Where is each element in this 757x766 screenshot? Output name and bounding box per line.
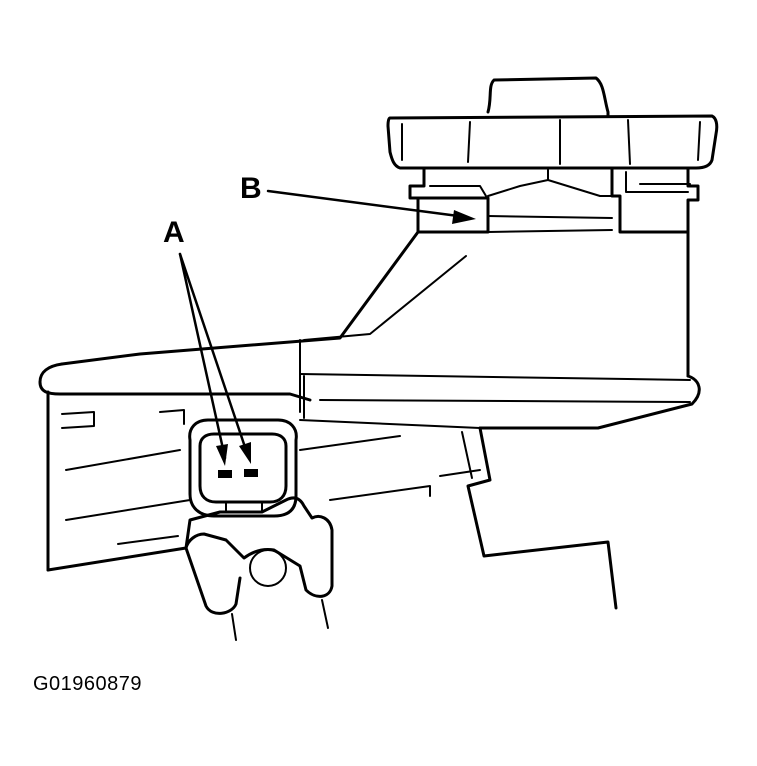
callout-a-leaders bbox=[178, 252, 251, 466]
arrowhead-icon bbox=[239, 442, 251, 464]
reservoir-mount bbox=[184, 426, 618, 641]
callout-label-b: B bbox=[240, 172, 262, 205]
terminal-right bbox=[244, 469, 258, 477]
callout-label-a: A bbox=[163, 216, 185, 249]
callout-b-leader bbox=[266, 189, 476, 224]
fluid-level-connector bbox=[188, 418, 298, 518]
terminal-left bbox=[218, 470, 232, 478]
arrowhead-icon bbox=[452, 210, 476, 224]
figure-id: G01960879 bbox=[33, 673, 143, 695]
reservoir-body bbox=[38, 230, 701, 572]
reservoir-cap bbox=[386, 76, 719, 170]
reservoir-neck bbox=[408, 166, 700, 234]
arrowhead-icon bbox=[216, 444, 228, 466]
